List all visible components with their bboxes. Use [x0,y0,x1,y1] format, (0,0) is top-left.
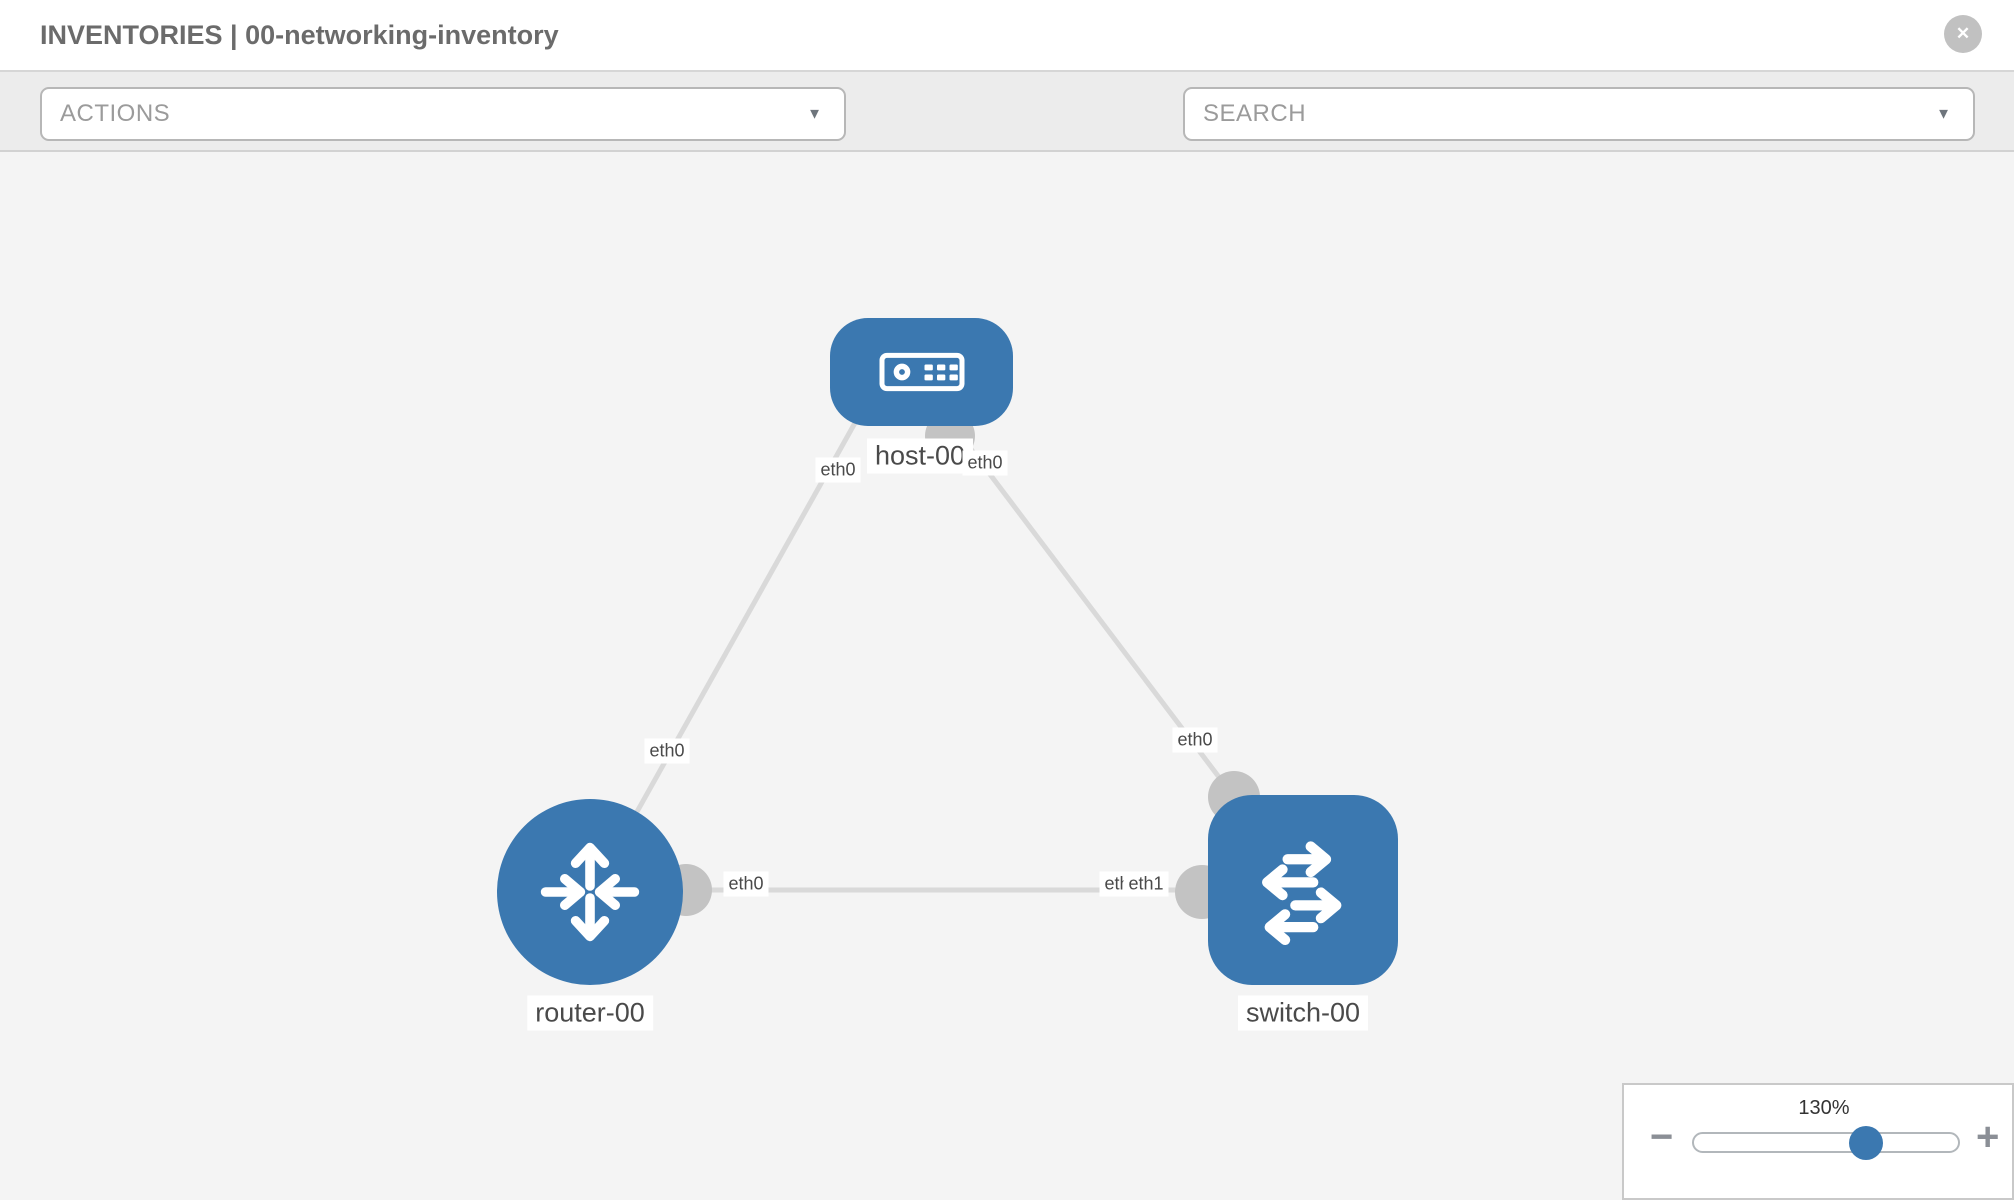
toolbar: ACTIONS ▼ SEARCH ▼ [0,72,2014,199]
interface-label-router-eth0-to-switch: eth0 [723,871,769,897]
search-dropdown-label: SEARCH [1203,100,1307,127]
topology-canvas[interactable]: host-00 router-00 switch-00 eth0 eth0 et… [0,154,2014,1200]
actions-dropdown-label: ACTIONS [60,100,171,127]
minus-icon: − [1650,1115,1674,1159]
interface-label-host-eth0-to-switch: eth0 [962,450,1008,476]
actions-dropdown[interactable]: ACTIONS ▼ [40,87,846,141]
node-label-host: host-00 [866,438,974,474]
node-label-router: router-00 [527,995,653,1031]
plus-icon: + [1976,1115,2000,1159]
zoom-slider[interactable] [1692,1126,1960,1160]
node-switch-00[interactable] [1208,795,1398,985]
interface-label-switch-eth1-to-router: eth1 [1123,871,1169,897]
chevron-down-icon: ▼ [1936,105,1951,123]
zoom-out-button[interactable]: − [1650,1079,1673,1196]
zoom-in-button[interactable]: + [1976,1079,1999,1196]
interface-label-router-eth0-to-host: eth0 [644,738,690,764]
chevron-down-icon: ▼ [807,105,822,123]
links-layer [589,387,1260,919]
node-router-00[interactable] [497,799,683,985]
interface-label-switch-eth0-to-host: eth0 [1172,727,1218,753]
node-host-00[interactable] [830,318,1013,426]
zoom-slider-handle[interactable] [1849,1126,1883,1160]
search-dropdown[interactable]: SEARCH ▼ [1183,87,1975,141]
node-label-switch: switch-00 [1237,995,1369,1031]
zoom-control-panel: 130% − + [1622,1083,2014,1200]
close-button[interactable]: ✕ [1944,15,1982,53]
header: INVENTORIES | 00-networking-inventory ✕ [0,0,2014,72]
close-icon: ✕ [1955,24,1971,43]
interface-label-host-eth0-to-router: eth0 [815,457,861,483]
page-title: INVENTORIES | 00-networking-inventory [40,19,559,50]
zoom-level-value: 130% [1798,1097,1850,1119]
